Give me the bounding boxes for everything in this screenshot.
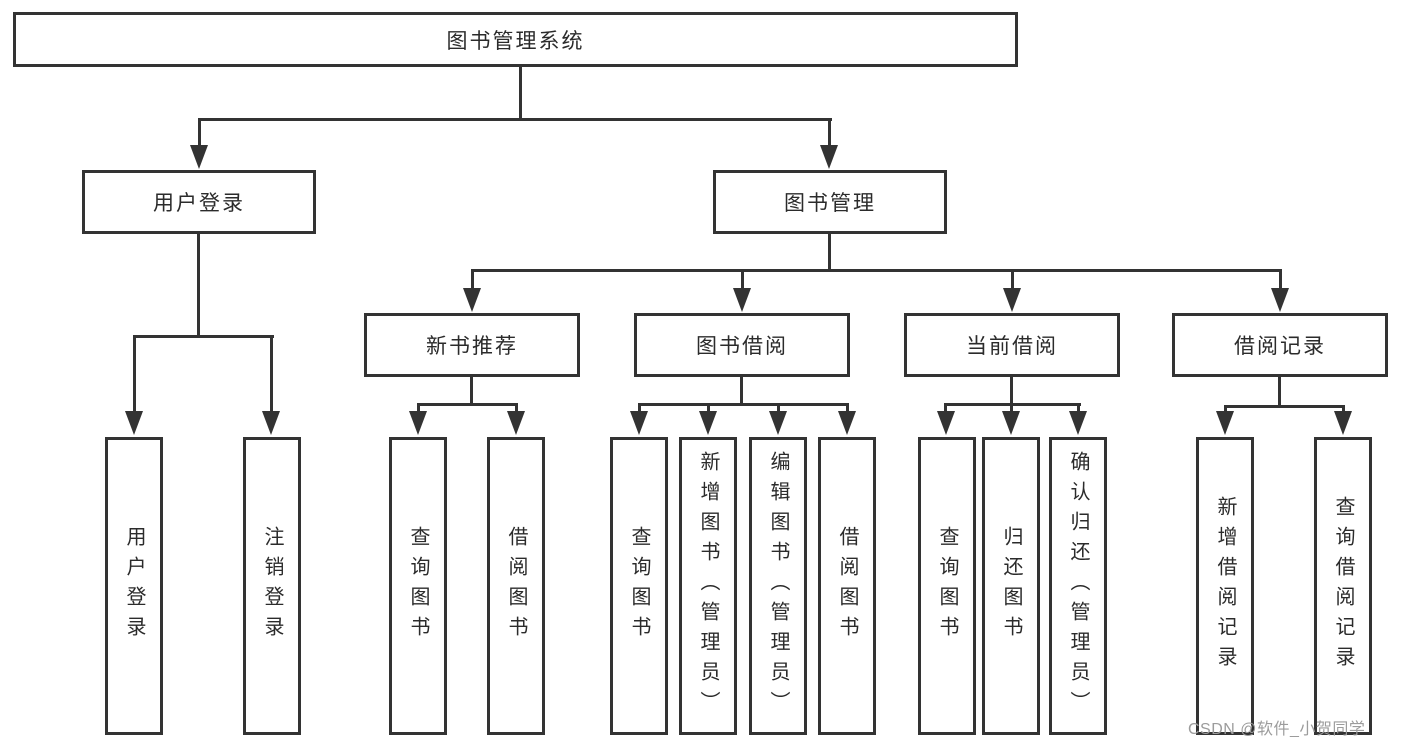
node-label: 图书管理	[784, 192, 876, 215]
leaf-user-login: 用户登录	[105, 437, 163, 735]
arrowhead-g4-child2	[1334, 411, 1352, 435]
node-user-login: 用户登录	[82, 170, 316, 234]
connector-g2-hline	[638, 403, 849, 406]
connector-g2-arm2	[707, 403, 710, 415]
connector-g3-arm1	[944, 403, 947, 415]
node-label: 当前借阅	[966, 335, 1058, 358]
arrowhead-g2-child4	[838, 411, 856, 435]
connector-g3-stem	[1010, 377, 1013, 406]
leaf-label: 编辑图书（管理员）	[767, 451, 789, 721]
leaf-label: 查询图书	[628, 526, 650, 646]
arrowhead-current-borrow	[1003, 288, 1021, 312]
connector-book-arm1	[471, 269, 474, 291]
leaf-label: 归还图书	[1000, 526, 1022, 646]
arrowhead-g3-child3	[1069, 411, 1087, 435]
leaf-label: 用户登录	[123, 526, 145, 646]
node-library-management-system: 图书管理系统	[13, 12, 1018, 67]
node-book-management: 图书管理	[713, 170, 947, 234]
connector-g1-arm1	[417, 403, 420, 415]
arrowhead-g3-child2	[1002, 411, 1020, 435]
leaf-query-books-current: 查询图书	[918, 437, 976, 735]
leaf-query-borrow-record: 查询借阅记录	[1314, 437, 1372, 735]
leaf-add-borrow-record: 新增借阅记录	[1196, 437, 1254, 735]
connector-g4-hline	[1224, 405, 1345, 408]
connector-user-arm1	[133, 335, 136, 415]
arrowhead-g3-child1	[937, 411, 955, 435]
csdn-watermark: CSDN @软件_小贺同学	[1188, 721, 1366, 738]
leaf-label: 确认归还（管理员）	[1067, 451, 1089, 721]
connector-g3-arm2	[1010, 403, 1013, 415]
node-borrowing-records: 借阅记录	[1172, 313, 1388, 377]
leaf-label: 借阅图书	[836, 526, 858, 646]
connector-g1-hline	[417, 403, 518, 406]
arrowhead-g2-child2	[699, 411, 717, 435]
node-label: 图书借阅	[696, 335, 788, 358]
node-book-borrowing: 图书借阅	[634, 313, 850, 377]
arrowhead-user-child1	[125, 411, 143, 435]
node-new-book-recommendation: 新书推荐	[364, 313, 580, 377]
leaf-logout: 注销登录	[243, 437, 301, 735]
leaf-label: 查询图书	[407, 526, 429, 646]
leaf-return-books: 归还图书	[982, 437, 1040, 735]
connector-user-stem	[197, 234, 200, 338]
connector-root-arm-left	[198, 118, 201, 150]
connector-book-arm2	[741, 269, 744, 291]
arrowhead-book-borrow	[733, 288, 751, 312]
leaf-borrow-books-recommend: 借阅图书	[487, 437, 545, 735]
connector-g1-stem	[470, 377, 473, 406]
arrowhead-book-management	[820, 145, 838, 169]
leaf-label: 新增图书（管理员）	[697, 451, 719, 721]
arrowhead-borrow-record	[1271, 288, 1289, 312]
node-label: 图书管理系统	[446, 29, 585, 53]
connector-book-stem	[828, 234, 831, 272]
leaf-query-books-recommend: 查询图书	[389, 437, 447, 735]
arrowhead-user-child2	[262, 411, 280, 435]
connector-g2-arm3	[777, 403, 780, 415]
leaf-query-books-borrowing: 查询图书	[610, 437, 668, 735]
leaf-edit-books-admin: 编辑图书（管理员）	[749, 437, 807, 735]
connector-root-arm-right	[828, 118, 831, 150]
connector-g4-stem	[1278, 377, 1281, 408]
leaf-label: 借阅图书	[505, 526, 527, 646]
connector-root-stem	[519, 65, 522, 121]
connector-g4-arm1	[1224, 405, 1227, 415]
connector-g2-arm4	[846, 403, 849, 415]
connector-g1-arm2	[515, 403, 518, 415]
leaf-label: 新增借阅记录	[1214, 496, 1236, 676]
connector-book-arm3	[1011, 269, 1014, 291]
connector-g2-arm1	[638, 403, 641, 415]
arrowhead-g2-child3	[769, 411, 787, 435]
leaf-label: 查询图书	[936, 526, 958, 646]
node-label: 用户登录	[153, 192, 245, 215]
arrowhead-new-book	[463, 288, 481, 312]
arrowhead-g1-child1	[409, 411, 427, 435]
arrowhead-user-login	[190, 145, 208, 169]
leaf-confirm-return-admin: 确认归还（管理员）	[1049, 437, 1107, 735]
connector-g4-arm2	[1342, 405, 1345, 415]
arrowhead-g1-child2	[507, 411, 525, 435]
arrowhead-g4-child1	[1216, 411, 1234, 435]
arrowhead-g2-child1	[630, 411, 648, 435]
connector-g3-arm3	[1077, 403, 1080, 415]
leaf-label: 注销登录	[261, 526, 283, 646]
connector-root-hline	[198, 118, 832, 121]
connector-g2-stem	[740, 377, 743, 406]
leaf-label: 查询借阅记录	[1332, 496, 1354, 676]
connector-book-hline	[471, 269, 1282, 272]
connector-book-arm4	[1279, 269, 1282, 291]
leaf-borrow-books: 借阅图书	[818, 437, 876, 735]
node-current-borrowing: 当前借阅	[904, 313, 1120, 377]
node-label: 新书推荐	[426, 335, 518, 358]
leaf-add-books-admin: 新增图书（管理员）	[679, 437, 737, 735]
connector-user-hline	[133, 335, 274, 338]
node-label: 借阅记录	[1234, 335, 1326, 358]
connector-user-arm2	[270, 335, 273, 415]
